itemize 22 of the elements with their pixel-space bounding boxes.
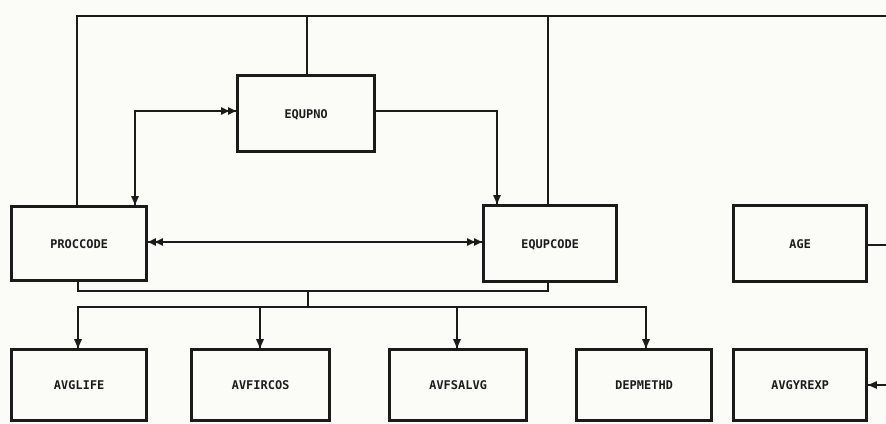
connector-line — [868, 244, 886, 246]
entity-box — [190, 348, 331, 422]
entity-name: AVFIRCOS — [232, 378, 290, 392]
entity-name: AVGYREXP — [771, 378, 829, 392]
connector-line — [868, 381, 886, 389]
entity-box — [732, 348, 868, 422]
entity-box — [388, 348, 528, 422]
entity-name: DEPMETHD — [615, 378, 673, 392]
arrow — [376, 110, 501, 204]
entity-box — [236, 74, 376, 153]
entity-box — [732, 204, 868, 283]
entity-name: EQUPCODE — [521, 236, 579, 250]
entity-name: AGE — [789, 236, 811, 250]
entity-box — [482, 204, 618, 283]
entity-box — [575, 348, 713, 422]
entity-name: AVGLIFE — [54, 378, 104, 392]
entity-name: PROCCODE — [50, 236, 108, 250]
entity-name: AVFSALVG — [429, 378, 487, 392]
entity-box — [10, 205, 148, 282]
arrow — [131, 107, 236, 205]
entity-name: EQUPNO — [284, 106, 328, 120]
entity-box — [10, 348, 148, 422]
